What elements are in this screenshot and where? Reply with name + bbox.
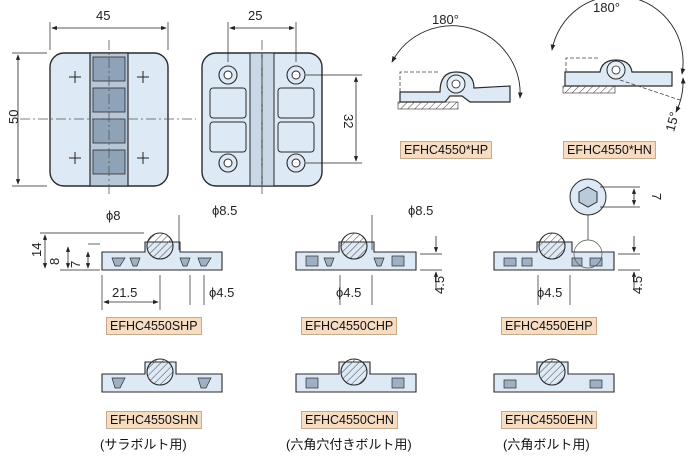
hn-rotation-view — [550, 0, 686, 113]
front-view — [12, 22, 196, 196]
dim-phi85-b-text: ϕ8.5 — [408, 203, 433, 218]
label-shn: EFHC4550SHN — [106, 411, 203, 429]
note-hex-socket-bolt: (六角穴付きボルト用) — [286, 437, 412, 452]
dim-phi45-a-text: ϕ4.5 — [209, 285, 234, 300]
dim-width-text: 45 — [96, 8, 110, 23]
angle-hn-extra-text: 15° — [662, 110, 682, 133]
dim-hex-text: 7 — [649, 193, 664, 200]
hex-bolt-detail — [569, 178, 640, 216]
dim-7-text: 7 — [68, 261, 83, 268]
section-ehn — [493, 358, 615, 393]
label-hp: EFHC4550*HP — [400, 141, 493, 159]
dim-height-text: 50 — [6, 110, 21, 124]
dim-phi85-a-text: ϕ8.5 — [212, 203, 237, 218]
dim-phi8-text: ϕ8 — [106, 208, 121, 223]
section-shp — [40, 215, 223, 310]
dim-14-text: 14 — [29, 243, 44, 257]
section-chn — [295, 358, 417, 393]
dim-hole-pitch-text: 32 — [341, 114, 356, 128]
angle-hp-text: 180° — [432, 12, 459, 27]
dim-4-5-c-text: 4.5 — [630, 276, 645, 294]
hp-rotation-view — [391, 25, 523, 110]
section-chp — [295, 215, 442, 305]
dim-depth-text: 25 — [248, 8, 262, 23]
label-ehn: EFHC4550EHN — [501, 411, 598, 429]
dim-phi45-c-text: ϕ4.5 — [537, 285, 562, 300]
label-chn: EFHC4550CHN — [301, 411, 398, 429]
section-shn — [101, 358, 223, 393]
dim-phi45-b-text: ϕ4.5 — [336, 285, 361, 300]
label-shp: EFHC4550SHP — [106, 317, 202, 335]
angle-hn-text: 180° — [593, 0, 620, 15]
dim-4-5-b-text: 4.5 — [432, 276, 447, 294]
back-view — [201, 22, 362, 196]
label-chp: EFHC4550CHP — [301, 317, 398, 335]
label-ehp: EFHC4550EHP — [501, 317, 597, 335]
section-ehp — [493, 215, 640, 305]
label-hn: EFHC4550*HN — [563, 141, 656, 159]
dim-21-5-text: 21.5 — [112, 285, 137, 300]
dim-8-text: 8 — [47, 258, 62, 265]
note-flat-bolt: (サラボルト用) — [100, 437, 187, 452]
note-hex-bolt: (六角ボルト用) — [503, 437, 590, 452]
